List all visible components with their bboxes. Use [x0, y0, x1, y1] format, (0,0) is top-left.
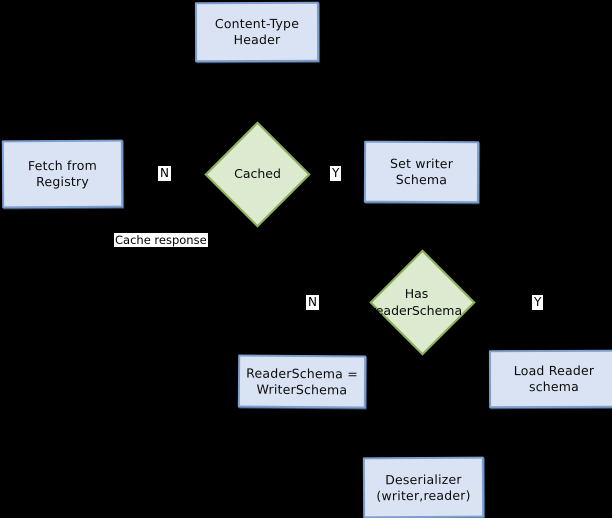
node-load-reader-schema-label: Load Reader schema: [513, 362, 595, 395]
node-reader-equals-writer-label: ReaderSchema = WriterSchema: [246, 365, 358, 397]
node-reader-equals-writer[interactable]: ReaderSchema = WriterSchema: [237, 354, 367, 409]
node-fetch-from-registry-label: Fetch from Registry: [27, 157, 97, 190]
node-set-writer-schema[interactable]: Set writer Schema: [363, 140, 480, 204]
node-has-reader-schema-decision[interactable]: Has readerSchema: [369, 249, 476, 356]
diamond-shape: [369, 249, 476, 356]
diamond-shape: [204, 121, 311, 228]
node-fetch-from-registry[interactable]: Fetch from Registry: [1, 139, 124, 209]
node-set-writer-schema-label: Set writer Schema: [389, 155, 454, 188]
node-deserializer[interactable]: Deserializer (writer,reader): [362, 456, 485, 518]
node-cached-decision[interactable]: Cached: [204, 121, 311, 228]
node-content-type-header-label: Content-Type Header: [214, 15, 300, 48]
edge-label-reader-no: N: [306, 295, 319, 310]
edge-label-reader-yes: Y: [532, 295, 544, 310]
node-deserializer-label: Deserializer (writer,reader): [376, 471, 471, 503]
node-content-type-header[interactable]: Content-Type Header: [194, 1, 320, 63]
edge-label-cached-yes: Y: [330, 166, 342, 181]
edge-label-cache-response: Cache response: [114, 233, 208, 248]
edge-label-cached-no: N: [158, 166, 171, 181]
node-load-reader-schema[interactable]: Load Reader schema: [488, 349, 612, 409]
